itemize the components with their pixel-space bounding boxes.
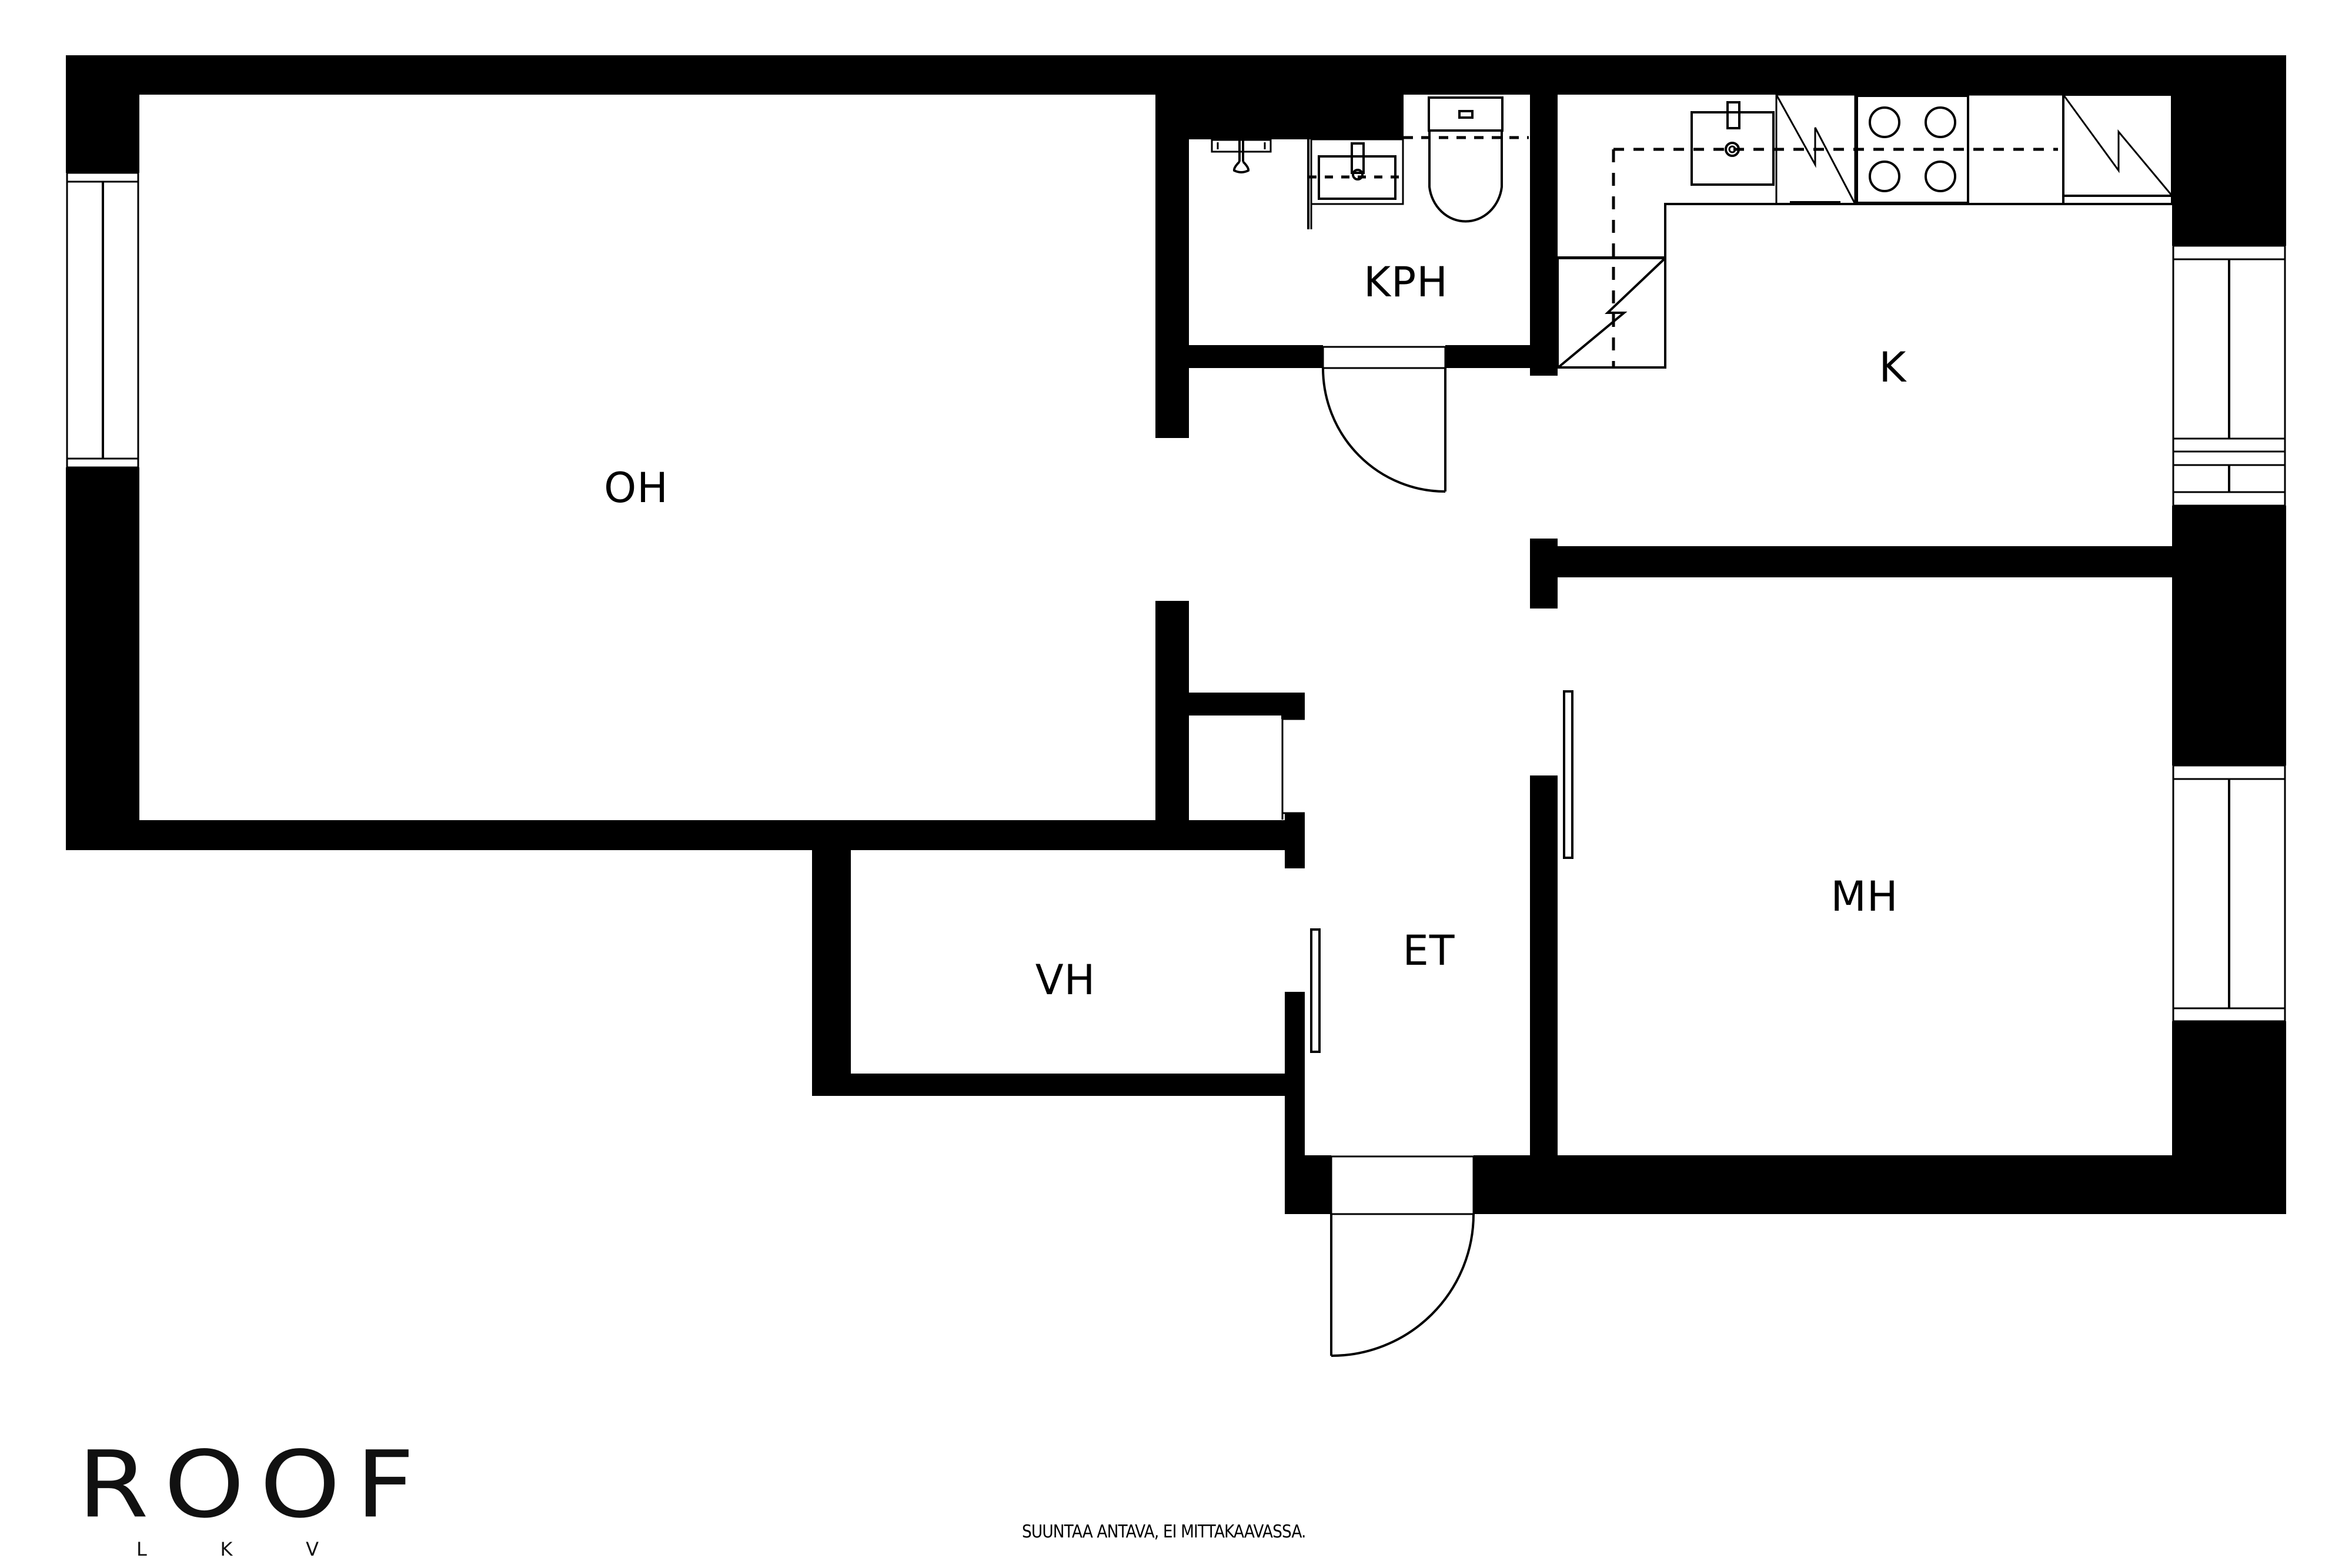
room-label-oh: OH xyxy=(604,464,669,512)
sliding-door-vh[interactable] xyxy=(1310,928,1321,1053)
dishwasher-icon xyxy=(1775,93,1856,205)
room-label-kph: KPH xyxy=(1364,258,1448,306)
brand-name: ROOF xyxy=(78,1431,430,1539)
brand-sub-letter: L xyxy=(136,1538,147,1560)
walls xyxy=(66,55,2286,1214)
room-label-mh: MH xyxy=(1830,872,1899,921)
brand-subtitle: L K V xyxy=(136,1538,319,1560)
window-oh-west xyxy=(66,172,139,469)
door-kph[interactable] xyxy=(1322,346,1446,493)
scale-disclaimer: SUUNTAA ANTAVA, EI MITTAKAAVASSA. xyxy=(1022,1522,1306,1542)
brand-sub-letter: V xyxy=(306,1538,319,1560)
toilet-icon xyxy=(1428,96,1504,223)
sliding-door-mh[interactable] xyxy=(1563,690,1573,859)
shower-icon xyxy=(1211,139,1272,173)
room-label-vh: VH xyxy=(1035,956,1096,1004)
tall-cabinet-icon xyxy=(1556,257,1666,369)
window-mh-east xyxy=(2172,764,2286,1022)
kitchen-sink-icon xyxy=(1690,101,1775,186)
brand-logo: ROOF L K V xyxy=(78,1431,430,1560)
brand-sub-letter: K xyxy=(220,1538,233,1560)
window-kitchen-east xyxy=(2172,245,2286,507)
door-entrance[interactable] xyxy=(1330,1155,1475,1357)
fridge-icon xyxy=(2062,93,2173,205)
room-label-k: K xyxy=(1879,343,1907,392)
bathroom-sink-icon xyxy=(1307,138,1404,229)
door-closet[interactable] xyxy=(1281,716,1305,820)
room-label-et: ET xyxy=(1402,927,1455,975)
